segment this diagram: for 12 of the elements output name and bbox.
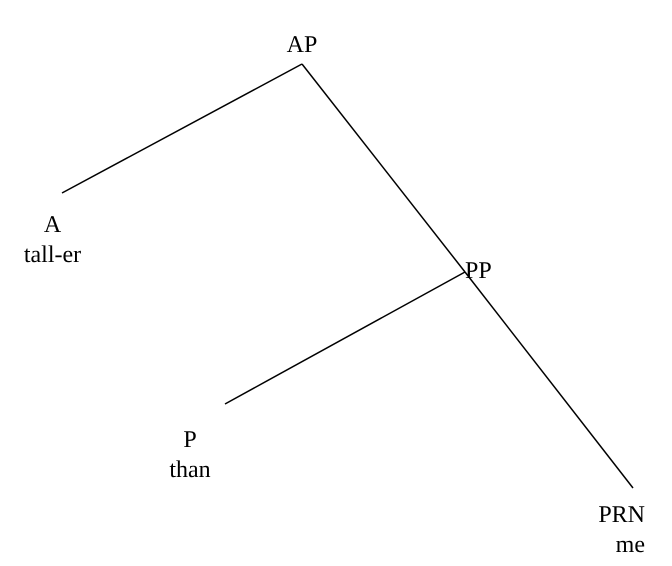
category-label: P — [182, 426, 198, 455]
word-label: than — [168, 456, 212, 485]
tree-branch — [464, 272, 634, 488]
word-label: me — [614, 531, 645, 560]
tree-branch — [62, 63, 302, 194]
category-label: AP — [286, 31, 318, 60]
word-label: tall-er — [22, 241, 82, 270]
category-label: PRN — [597, 501, 645, 530]
category-label: A — [42, 211, 62, 240]
category-label: PP — [465, 257, 493, 286]
tree-branch — [301, 64, 466, 272]
tree-branch — [224, 271, 466, 405]
